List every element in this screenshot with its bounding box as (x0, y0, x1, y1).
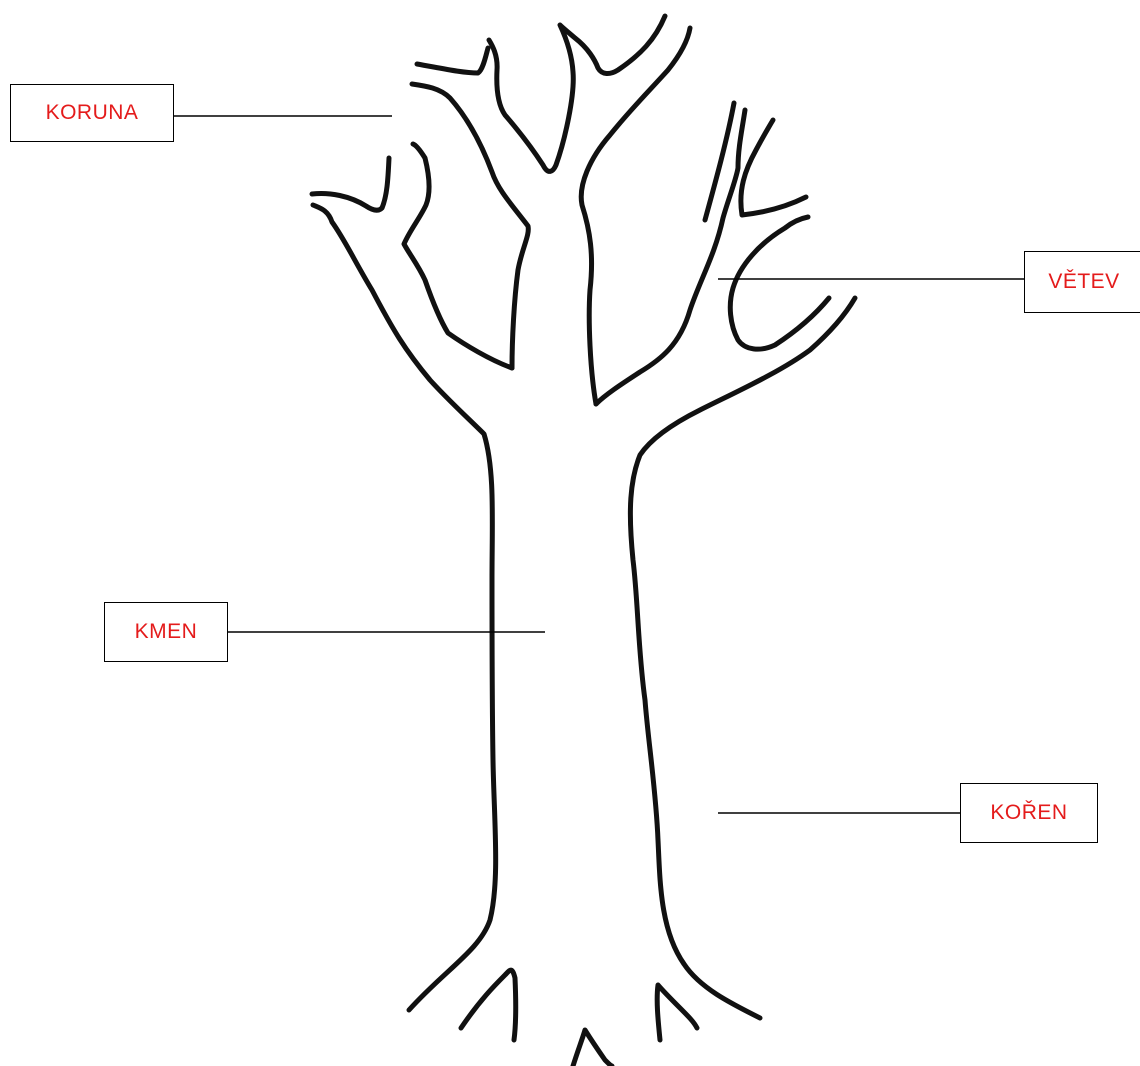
root-left (458, 967, 519, 1043)
right-branch-twig (702, 100, 737, 223)
center-branch-right (578, 25, 693, 407)
root-center (570, 1027, 615, 1066)
inner-left-branch (401, 141, 515, 371)
trunk-label-text: KMEN (134, 620, 198, 643)
root-right (654, 982, 700, 1043)
trunk-left-edge (310, 202, 499, 1013)
right-branch-tip (727, 214, 832, 352)
right-branch-tall (593, 107, 748, 407)
branch-label-text: VĚTEV (1048, 270, 1120, 293)
trunk-label: KMEN (104, 602, 228, 662)
root-label-text: KOŘEN (990, 801, 1068, 824)
leader-lines (174, 115, 1024, 814)
root-label: KOŘEN (960, 783, 1098, 843)
crown-label: KORUNA (10, 84, 174, 142)
tree-outline (309, 13, 858, 1066)
center-branch-inner (486, 13, 668, 174)
left-branch-stub (309, 155, 392, 213)
upper-left-twig (414, 45, 491, 76)
right-branch-fork (738, 117, 809, 218)
trunk-right-edge (627, 295, 858, 1021)
center-branch-left (409, 81, 531, 371)
crown-label-text: KORUNA (45, 101, 139, 124)
branch-label: VĚTEV (1024, 251, 1140, 313)
